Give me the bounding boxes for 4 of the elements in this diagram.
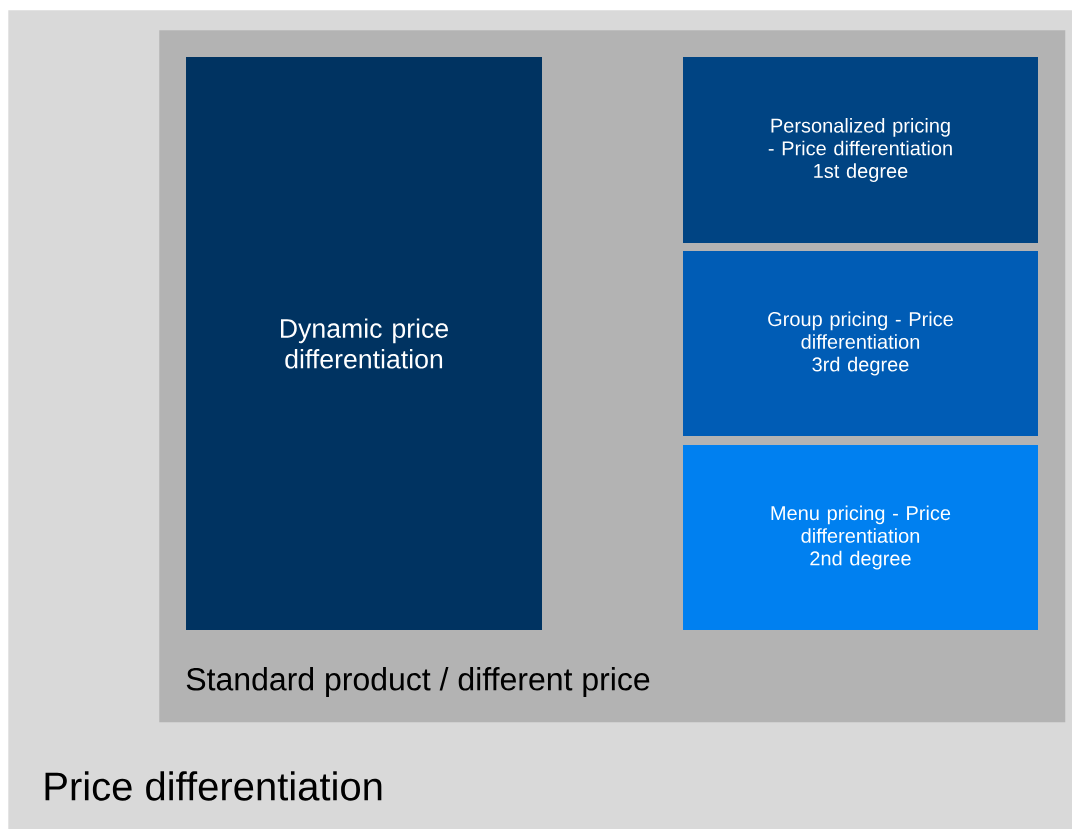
pricing-box: Menu pricing - Price differentiation 2nd degree [683,445,1038,630]
pricing-box: Group pricing - Price differentiation 3rd degree [683,251,1038,436]
pricing-box: Personalized pricing - Price differentiation 1st degree [683,57,1038,243]
pricing-box: Dynamic price differentiation [186,57,542,630]
